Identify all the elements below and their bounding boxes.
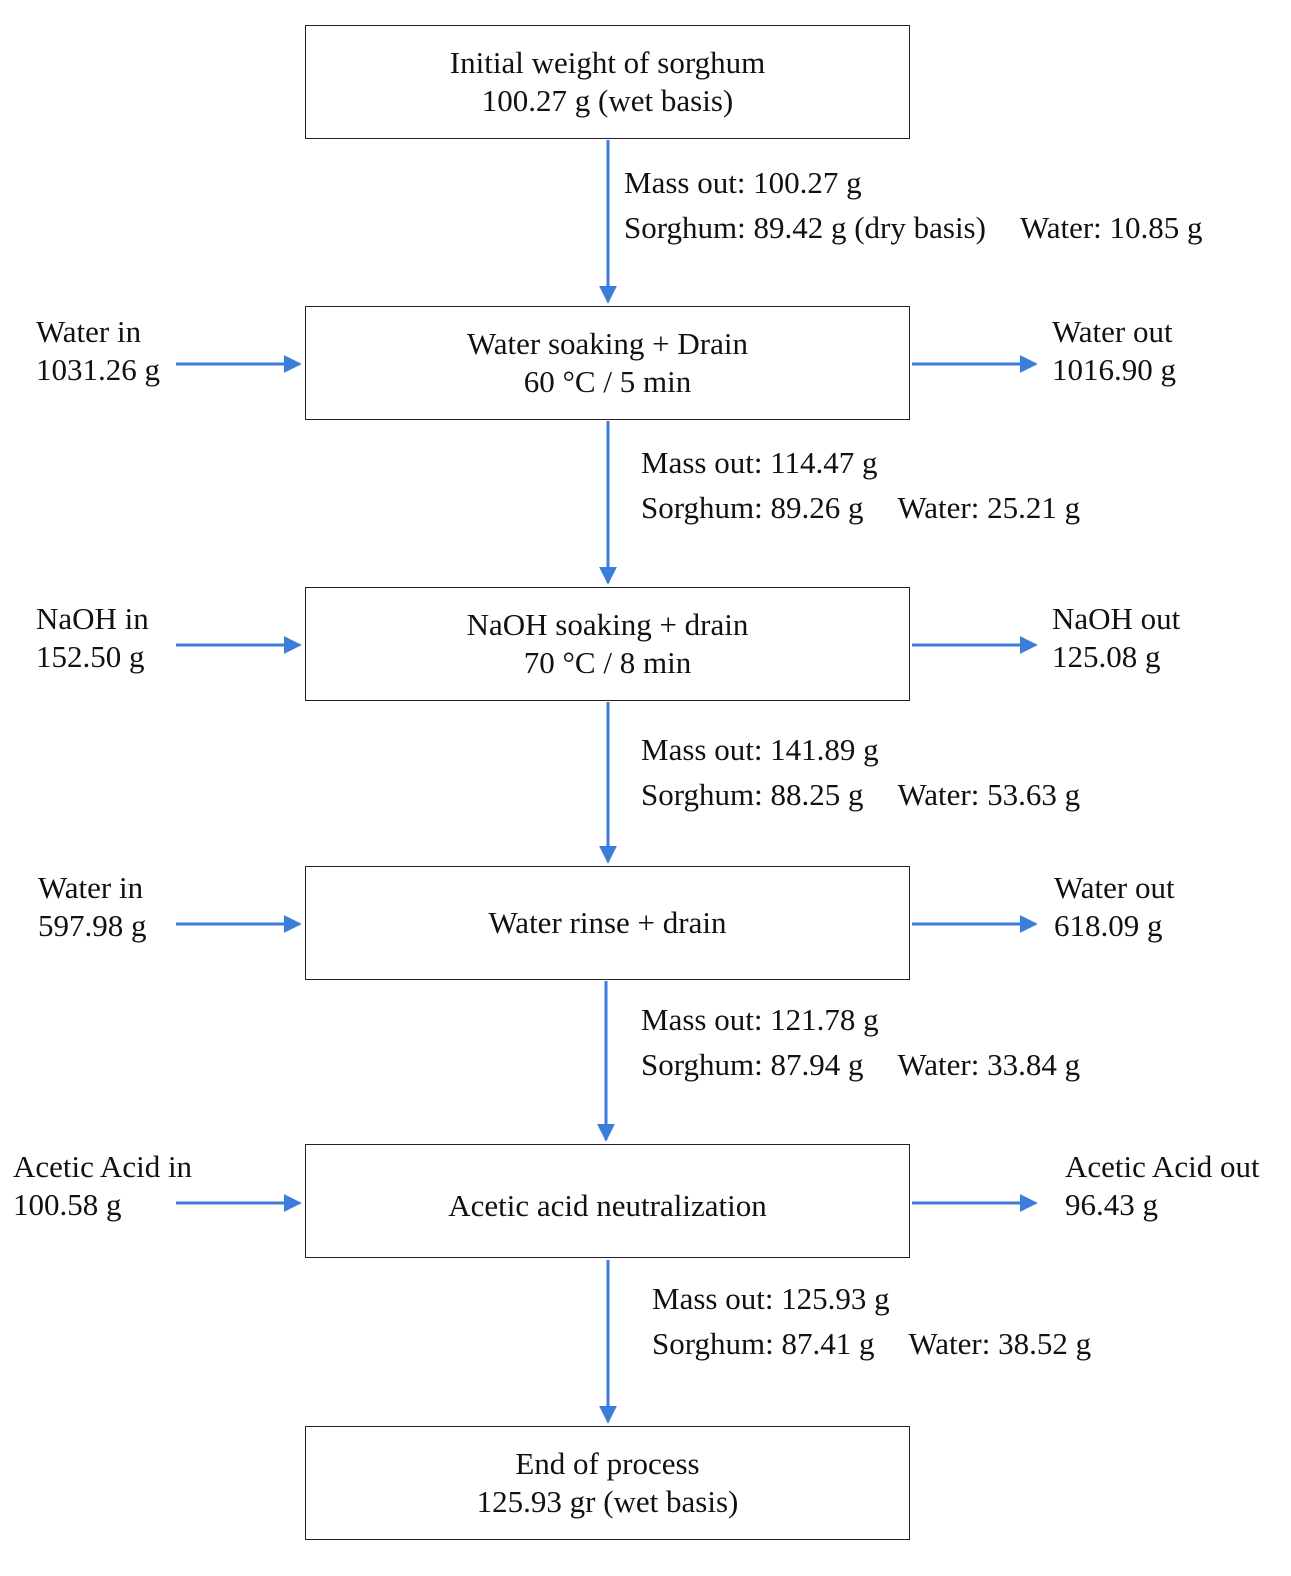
- box-acetic-neutralization: Acetic acid neutralization: [305, 1144, 910, 1258]
- flow-composition: Sorghum: 89.26 g Water: 25.21 g: [641, 485, 1080, 530]
- box-water-rinse: Water rinse + drain: [305, 866, 910, 980]
- flow-sorghum: Sorghum: 87.41 g: [652, 1326, 875, 1361]
- box-end-of-process: End of process 125.93 gr (wet basis): [305, 1426, 910, 1540]
- box-naoh-soaking: NaOH soaking + drain 70 °C / 8 min: [305, 587, 910, 701]
- flow-mass-out: Mass out: 114.47 g: [641, 445, 878, 480]
- box-naoh-soaking-title: NaOH soaking + drain: [466, 607, 749, 642]
- flow-composition: Sorghum: 87.41 g Water: 38.52 g: [652, 1321, 1091, 1366]
- output-value: 1016.90 g: [1052, 352, 1176, 387]
- box-initial-value: 100.27 g (wet basis): [481, 83, 734, 118]
- output-label: Water out: [1054, 870, 1175, 905]
- box-end-value: 125.93 gr (wet basis): [476, 1484, 739, 1519]
- output-value: 618.09 g: [1054, 908, 1163, 943]
- output-acetic-acid: Acetic Acid out 96.43 g: [1065, 1148, 1260, 1224]
- output-naoh: NaOH out 125.08 g: [1052, 600, 1180, 676]
- flow-sorghum: Sorghum: 89.42 g (dry basis): [624, 210, 986, 245]
- output-label: Acetic Acid out: [1065, 1149, 1260, 1184]
- flow-annotation-5: Mass out: 125.93 g Sorghum: 87.41 g Water…: [652, 1276, 1091, 1366]
- input-naoh: NaOH in 152.50 g: [36, 600, 149, 676]
- output-water-1: Water out 1016.90 g: [1052, 313, 1176, 389]
- flow-sorghum: Sorghum: 89.26 g: [641, 490, 864, 525]
- input-label: Water in: [36, 314, 142, 349]
- flow-composition: Sorghum: 89.42 g (dry basis) Water: 10.85…: [624, 205, 1203, 250]
- box-end-title: End of process: [515, 1446, 700, 1481]
- box-water-rinse-title: Water rinse + drain: [488, 905, 727, 940]
- flow-annotation-2: Mass out: 114.47 g Sorghum: 89.26 g Water…: [641, 440, 1080, 530]
- box-acetic-neutralization-title: Acetic acid neutralization: [448, 1188, 767, 1223]
- flow-water: Water: 33.84 g: [897, 1047, 1081, 1082]
- output-value: 96.43 g: [1065, 1187, 1158, 1222]
- output-label: NaOH out: [1052, 601, 1181, 636]
- input-value: 1031.26 g: [36, 352, 160, 387]
- output-value: 125.08 g: [1052, 639, 1161, 674]
- flow-annotation-4: Mass out: 121.78 g Sorghum: 87.94 g Water…: [641, 997, 1080, 1087]
- input-value: 597.98 g: [38, 908, 147, 943]
- box-initial-weight: Initial weight of sorghum 100.27 g (wet …: [305, 25, 910, 139]
- flow-annotation-1: Mass out: 100.27 g Sorghum: 89.42 g (dry…: [624, 160, 1203, 250]
- output-label: Water out: [1052, 314, 1173, 349]
- flow-mass-out: Mass out: 141.89 g: [641, 732, 879, 767]
- flow-annotation-3: Mass out: 141.89 g Sorghum: 88.25 g Water…: [641, 727, 1080, 817]
- input-acetic-acid: Acetic Acid in 100.58 g: [13, 1148, 192, 1224]
- input-label: Water in: [38, 870, 144, 905]
- flow-composition: Sorghum: 87.94 g Water: 33.84 g: [641, 1042, 1080, 1087]
- flow-sorghum: Sorghum: 88.25 g: [641, 777, 864, 812]
- flow-water: Water: 38.52 g: [908, 1326, 1092, 1361]
- flow-water: Water: 53.63 g: [897, 777, 1081, 812]
- flow-water: Water: 10.85 g: [1019, 210, 1203, 245]
- input-value: 100.58 g: [13, 1187, 122, 1222]
- box-water-soaking-condition: 60 °C / 5 min: [523, 364, 692, 399]
- flow-composition: Sorghum: 88.25 g Water: 53.63 g: [641, 772, 1080, 817]
- box-water-soaking-title: Water soaking + Drain: [467, 326, 748, 361]
- flow-sorghum: Sorghum: 87.94 g: [641, 1047, 864, 1082]
- input-water-1: Water in 1031.26 g: [36, 313, 160, 389]
- flow-mass-out: Mass out: 125.93 g: [652, 1281, 890, 1316]
- input-water-2: Water in 597.98 g: [38, 869, 147, 945]
- box-water-soaking: Water soaking + Drain 60 °C / 5 min: [305, 306, 910, 420]
- flow-mass-out: Mass out: 100.27 g: [624, 165, 862, 200]
- box-initial-title: Initial weight of sorghum: [449, 45, 766, 80]
- box-naoh-soaking-condition: 70 °C / 8 min: [523, 645, 692, 680]
- input-label: NaOH in: [36, 601, 149, 636]
- output-water-2: Water out 618.09 g: [1054, 869, 1175, 945]
- flow-mass-out: Mass out: 121.78 g: [641, 1002, 879, 1037]
- input-label: Acetic Acid in: [13, 1149, 193, 1184]
- input-value: 152.50 g: [36, 639, 145, 674]
- flow-water: Water: 25.21 g: [897, 490, 1081, 525]
